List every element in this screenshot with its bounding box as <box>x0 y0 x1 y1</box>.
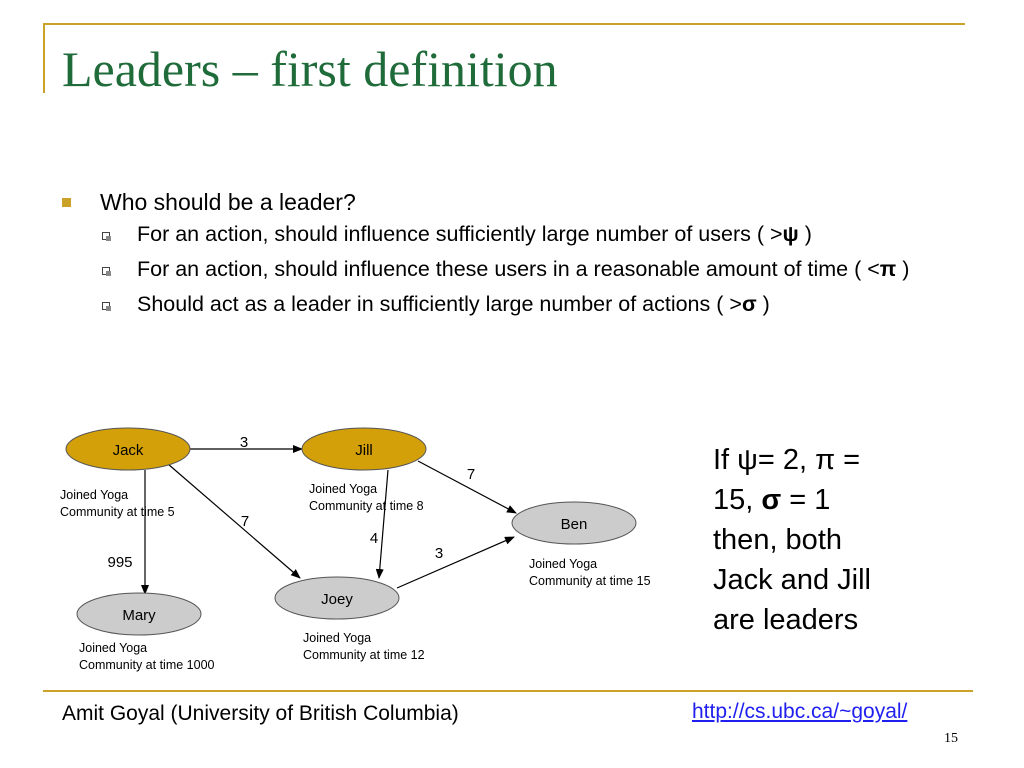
note-joey-line1: Joined Yoga <box>303 631 371 645</box>
sub-bullet-symbol: ψ <box>782 222 799 246</box>
edge-jill-ben <box>417 460 517 514</box>
edge-label: 4 <box>370 530 378 547</box>
edge-label: 995 <box>107 554 132 571</box>
sub-bullet-square-icon <box>102 267 111 276</box>
note-jack-line1: Joined Yoga <box>60 488 128 502</box>
note-jill-line2: Community at time 8 <box>309 499 424 513</box>
example-line-4: Jack and Jill <box>713 564 871 596</box>
sub-bullet-symbol: π <box>879 257 897 281</box>
example-line-2a: 15, <box>713 484 762 516</box>
bullet-list: Who should be a leader? For an action, s… <box>62 186 962 325</box>
example-line-2-symbol: σ <box>761 484 782 516</box>
example-line-2: 15, σ = 1 <box>713 480 913 520</box>
node-label-mary: Mary <box>122 607 156 624</box>
edge-label: 3 <box>240 434 248 451</box>
node-jill <box>301 427 427 471</box>
sub-bullet: For an action, should influence these us… <box>102 255 962 284</box>
sub-bullet-tail: ) <box>756 292 770 316</box>
frame-left-line <box>43 23 45 93</box>
note-joey-line2: Community at time 12 <box>303 648 425 662</box>
note-jill-line1: Joined Yoga <box>309 482 377 496</box>
node-label-jill: Jill <box>355 442 373 459</box>
note-ben-line2: Community at time 15 <box>529 574 651 588</box>
note-mary-line2: Community at time 1000 <box>79 658 215 672</box>
frame-top-line <box>43 23 965 25</box>
sub-bullet-tail: ) <box>896 257 910 281</box>
edge-label: 7 <box>467 466 475 483</box>
note-ben-line1: Joined Yoga <box>529 557 597 571</box>
edge-label: 3 <box>435 545 443 562</box>
example-line-3: then, both <box>713 524 842 556</box>
example-line-5: are leaders <box>713 604 859 636</box>
main-bullet: Who should be a leader? <box>62 186 962 218</box>
edge-joey-ben <box>396 536 515 589</box>
sub-bullet: For an action, should influence sufficie… <box>102 220 962 249</box>
example-line-1: If ψ= 2, π = <box>713 444 861 476</box>
node-label-jack: Jack <box>113 442 144 459</box>
example-text: If ψ= 2, π = 15, σ = 1 then, both Jack a… <box>713 440 913 640</box>
page-number: 15 <box>944 731 958 746</box>
footer-divider <box>43 690 973 692</box>
footer-link[interactable]: http://cs.ubc.ca/~goyal/ <box>692 700 908 723</box>
sub-bullet-text: Should act as a leader in sufficiently l… <box>137 292 742 316</box>
node-joey <box>274 576 400 620</box>
example-line-2b: = 1 <box>781 484 831 516</box>
edge-label: 7 <box>241 513 249 530</box>
sub-bullet-text: For an action, should influence these us… <box>137 257 880 281</box>
node-label-ben: Ben <box>561 516 588 533</box>
sub-bullet-list: For an action, should influence sufficie… <box>62 220 962 319</box>
main-bullet-text: Who should be a leader? <box>100 189 356 215</box>
edge-jack-joey <box>167 463 301 579</box>
node-jack <box>65 427 191 471</box>
sub-bullet-symbol: σ <box>741 292 757 316</box>
footer-author: Amit Goyal (University of British Columb… <box>62 702 459 725</box>
sub-bullet: Should act as a leader in sufficiently l… <box>102 290 962 319</box>
sub-bullet-square-icon <box>102 302 111 311</box>
node-ben <box>511 501 637 545</box>
note-jack-line2: Community at time 5 <box>60 505 175 519</box>
sub-bullet-square-icon <box>102 232 111 241</box>
slide-title: Leaders – first definition <box>62 41 558 97</box>
sub-bullet-tail: ) <box>798 222 812 246</box>
note-mary-line1: Joined Yoga <box>79 641 147 655</box>
bullet-square-icon <box>62 198 71 207</box>
node-label-joey: Joey <box>321 591 353 608</box>
node-mary <box>76 592 202 636</box>
sub-bullet-text: For an action, should influence sufficie… <box>137 222 783 246</box>
edge-jill-joey <box>375 469 389 579</box>
